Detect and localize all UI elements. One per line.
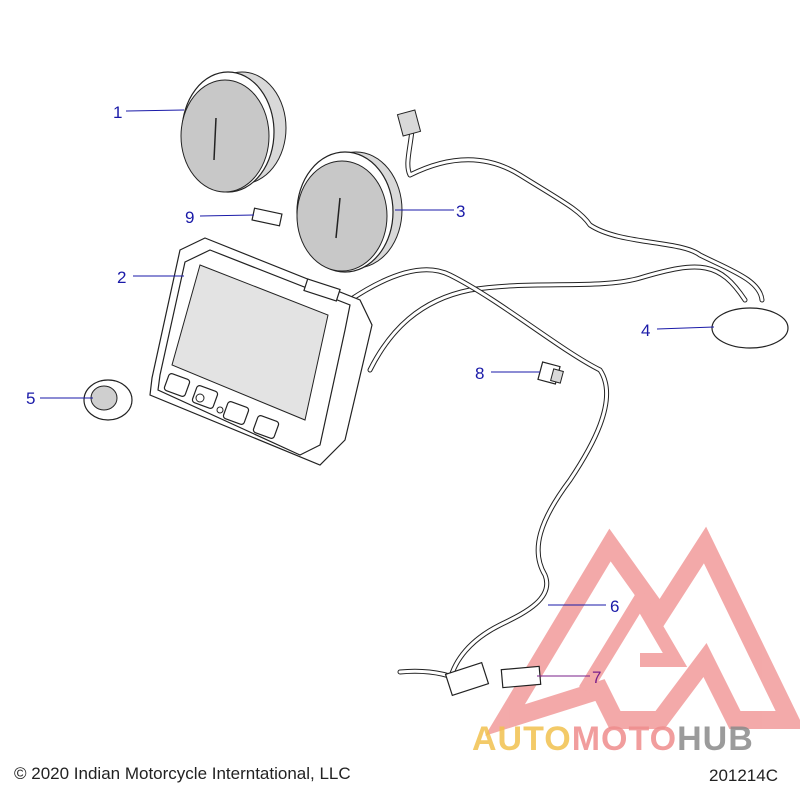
callout-8: 8 [475, 364, 484, 383]
watermark-moto: MOTO [572, 720, 677, 758]
speaker-3 [296, 151, 403, 273]
speaker-4 [711, 307, 789, 349]
callout-numbers: 1 2 3 4 5 6 7 8 9 [26, 103, 650, 687]
callout-4: 4 [641, 321, 650, 340]
display-unit [149, 237, 373, 466]
callout-6: 6 [610, 597, 619, 616]
callout-3: 3 [456, 202, 465, 221]
adhesive-pad-9 [251, 207, 283, 227]
watermark-text: AUTOMOTOHUB [472, 720, 754, 758]
callout-1: 1 [113, 103, 122, 122]
main-wire-harness [347, 267, 610, 697]
clip-7 [500, 665, 542, 689]
knob-5 [83, 379, 133, 421]
speaker-1 [180, 71, 287, 193]
connector-8 [537, 361, 564, 385]
watermark-logo [485, 526, 800, 736]
callout-7: 7 [592, 668, 601, 687]
watermark-auto: AUTO [472, 720, 572, 758]
copyright-text: © 2020 Indian Motorcycle Interntational,… [14, 764, 351, 783]
display-buttons [163, 373, 280, 439]
callout-9: 9 [185, 208, 194, 227]
diagram-id: 201214C [708, 766, 778, 785]
callout-5: 5 [26, 389, 35, 408]
speaker-wire-harness [367, 109, 765, 373]
callout-lines [40, 109, 715, 677]
callout-2: 2 [117, 268, 126, 287]
watermark-hub: HUB [677, 720, 754, 758]
